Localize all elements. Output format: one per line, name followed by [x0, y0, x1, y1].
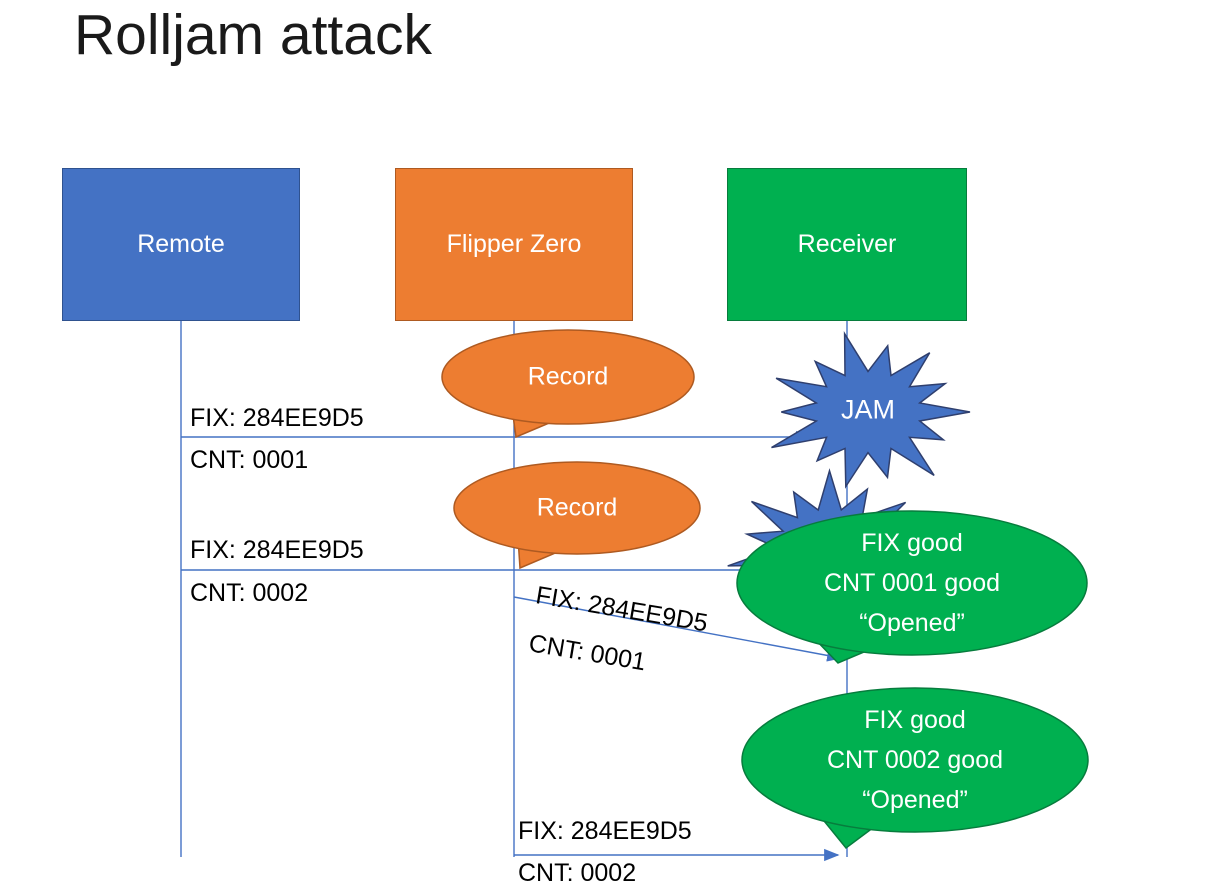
message-3-arrow	[513, 596, 843, 662]
record-bubble-2	[453, 461, 701, 555]
message-4-cnt-label: CNT: 0002	[518, 859, 637, 887]
record-bubble-1	[441, 329, 695, 425]
result-bubble-2-line-3: “Opened”	[862, 786, 968, 814]
actor-flipper-zero: Flipper Zero	[395, 168, 633, 321]
actor-receiver: Receiver	[727, 168, 967, 321]
actor-remote: Remote	[62, 168, 300, 321]
slide-title: Rolljam attack	[74, 3, 432, 67]
result-bubble-2-line-2: CNT 0002 good	[826, 746, 1004, 774]
message-1-cnt-label: CNT: 0001	[190, 446, 309, 474]
result-bubble-2	[741, 687, 1089, 833]
result-bubble-1-line-3: “Opened”	[859, 609, 965, 637]
jam-burst-label: JAM	[841, 394, 895, 425]
result-bubble-1-line-2: CNT 0001 good	[823, 569, 1001, 597]
actor-remote-label: Remote	[137, 230, 225, 258]
record-bubble-2-label: Record	[536, 493, 618, 522]
message-4-fix-label: FIX: 284EE9D5	[518, 817, 692, 845]
result-bubble-2-line-1: FIX good	[864, 706, 966, 734]
result-bubble-1-label: FIX good CNT 0001 good “Opened”	[824, 523, 1000, 643]
message-2-fix-label: FIX: 284EE9D5	[190, 536, 364, 564]
actor-flipper-zero-label: Flipper Zero	[446, 230, 582, 258]
record-bubble-1-label: Record	[527, 362, 609, 391]
result-bubble-1	[736, 510, 1088, 656]
result-bubble-1-line-1: FIX good	[861, 529, 963, 557]
message-1-fix-label: FIX: 284EE9D5	[190, 404, 364, 432]
result-bubble-2-label: FIX good CNT 0002 good “Opened”	[827, 700, 1003, 820]
jam-burst-1	[771, 331, 971, 489]
message-2-cnt-label: CNT: 0002	[190, 579, 309, 607]
actor-receiver-label: Receiver	[797, 230, 897, 258]
